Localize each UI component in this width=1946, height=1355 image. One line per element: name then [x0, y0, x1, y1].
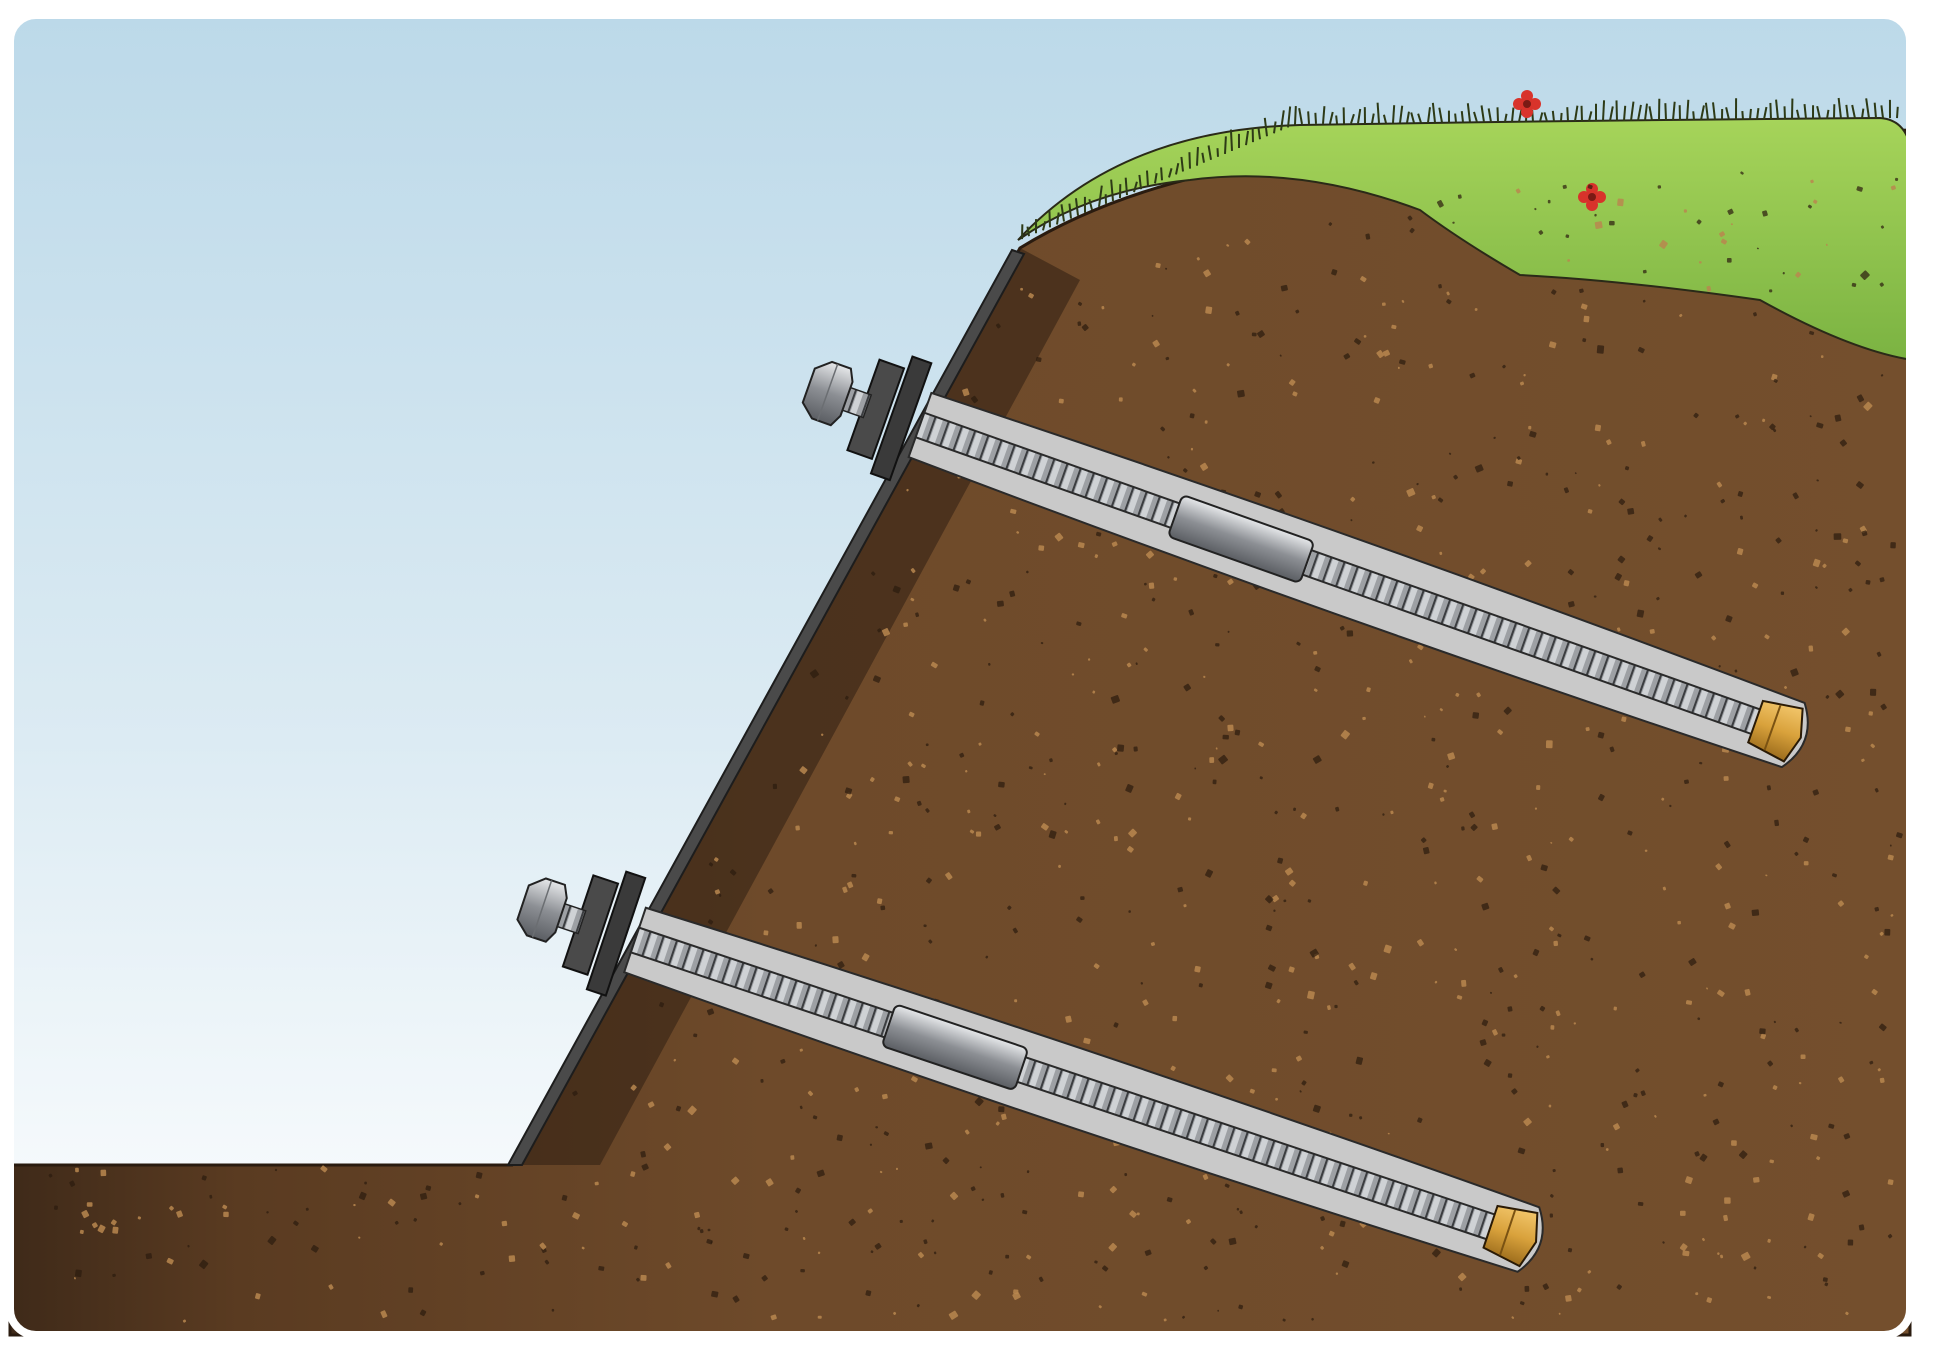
slope-anchor-illustration — [0, 0, 1946, 1355]
